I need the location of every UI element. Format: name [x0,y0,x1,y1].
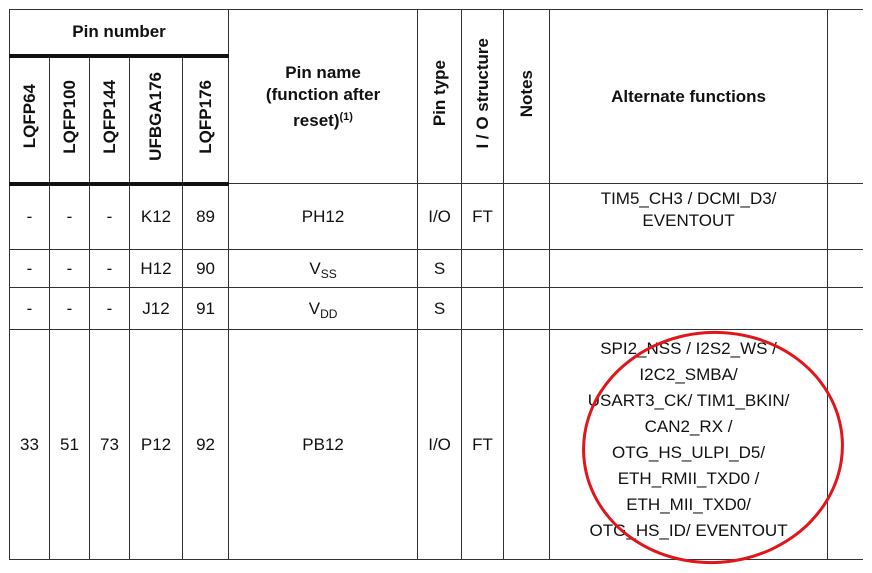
cell-alternate-functions [549,287,829,330]
pin-name-text: V [309,258,321,278]
alt-function-line: CAN2_RX / [644,417,733,436]
pin-name-header-line1: Pin name [285,62,361,82]
cell-notes [503,183,551,250]
cell-lqfp100: - [49,249,90,288]
cell-pin-type: S [417,287,463,330]
cell-pin-name: VDD [228,287,419,330]
cell-ufbga176: J12 [129,287,183,330]
package-label: UFBGA176 [146,72,165,161]
package-header-ufbga176: UFBGA176 [129,55,183,186]
package-label: LQFP100 [59,79,79,154]
cell-notes [503,249,551,288]
pin-name-text: V [308,298,321,318]
cell-lqfp64: - [9,183,50,250]
alternate-functions-header: Alternate functions [549,9,829,184]
cell-lqfp64: - [9,287,50,330]
cell-ufbga176: P12 [129,329,183,560]
cell-notes [503,287,551,330]
cell-io-structure: FT [461,183,505,250]
package-header-lqfp64: LQFP64 [9,55,50,186]
cell-pin-type: S [417,249,463,288]
pin-number-header: Pin number [9,9,230,58]
alt-function-line: ETH_RMII_TXD0 / [617,469,760,488]
cell-extra [827,329,863,560]
alt-function-line: USART3_CK/ TIM1_BKIN/ [587,391,790,410]
cell-notes [503,329,551,560]
cell-extra [827,183,863,250]
pin-name-header: Pin name (function after reset)(1) [228,9,419,184]
io-structure-header: I / O structure [461,9,505,184]
alt-function-line: OTG_HS_ID/ EVENTOUT [589,521,788,540]
table-row: - - - H12 90 VSS S [9,249,863,288]
extra-column-header [827,9,863,184]
package-label: LQFP144 [99,79,119,154]
alt-function-line: I2C2_SMBA/ [639,365,738,384]
notes-header-text: Notes [516,69,536,118]
cell-lqfp100: - [49,183,90,250]
alt-function-line: ETH_MII_TXD0/ [626,495,751,514]
table-row: 33 51 73 P12 92 PB12 I/O FT SPI2_NSS / I… [9,329,863,560]
cell-alternate-functions [549,249,829,288]
cell-ufbga176: H12 [129,249,183,288]
pin-name-text: PB12 [302,434,344,454]
cell-pin-name: PH12 [228,183,419,250]
cell-lqfp144: - [89,287,130,330]
pin-name-text: PH12 [301,206,345,226]
table-row: - - - J12 91 VDD S [9,287,863,330]
table-row: - - - K12 89 PH12 I/O FT TIM5_CH3 / DCMI… [9,183,863,250]
cell-pin-name: PB12 [228,329,419,560]
cell-alternate-functions: TIM5_CH3 / DCMI_D3/ EVENTOUT [549,183,829,250]
pin-name-subscript: SS [320,266,337,281]
cell-extra [827,249,863,288]
cell-lqfp64: 33 [9,329,50,560]
pin-type-header: Pin type [417,9,463,184]
pin-name-footnote-ref: (1) [339,110,353,123]
pin-type-header-text: Pin type [429,60,449,127]
package-label: LQFP64 [19,84,39,149]
cell-lqfp100: 51 [49,329,90,560]
cell-io-structure [461,249,505,288]
pinout-table: Pin number Pin name (function after rese… [9,9,863,560]
notes-header: Notes [503,9,551,184]
cell-lqfp176: 92 [181,329,230,560]
package-header-lqfp144: LQFP144 [89,55,130,186]
cell-pin-type: I/O [417,183,463,250]
cell-lqfp176: 91 [181,287,230,330]
pin-name-header-line2: (function after [265,84,381,104]
pin-name-header-line3: reset) [293,110,340,130]
pinout-table-frame: Pin number Pin name (function after rese… [9,9,863,569]
cell-pin-name: VSS [228,249,419,288]
cell-lqfp100: - [49,287,90,330]
io-structure-header-text: I / O structure [472,38,492,149]
pin-name-subscript: DD [320,306,338,321]
cell-extra [827,287,863,330]
alt-function-line: EVENTOUT [642,211,735,230]
package-label: LQFP176 [195,79,215,154]
cell-alternate-functions: SPI2_NSS / I2S2_WS / I2C2_SMBA/ USART3_C… [549,329,829,560]
alt-function-line: OTG_HS_ULPI_D5/ [612,443,766,462]
package-header-lqfp176: LQFP176 [181,55,230,186]
cell-lqfp144: - [89,249,130,288]
alt-function-line: SPI2_NSS / I2S2_WS / [600,339,777,358]
cell-lqfp144: - [89,183,130,250]
cell-io-structure [461,287,505,330]
cell-ufbga176: K12 [129,183,183,250]
package-header-lqfp100: LQFP100 [49,55,90,186]
cell-io-structure: FT [461,329,505,560]
cell-lqfp176: 89 [181,183,230,250]
cell-lqfp64: - [9,249,50,288]
cell-pin-type: I/O [417,329,463,560]
cell-lqfp176: 90 [181,249,230,288]
cell-lqfp144: 73 [89,329,130,560]
alt-function-line: TIM5_CH3 / DCMI_D3/ [600,189,777,208]
